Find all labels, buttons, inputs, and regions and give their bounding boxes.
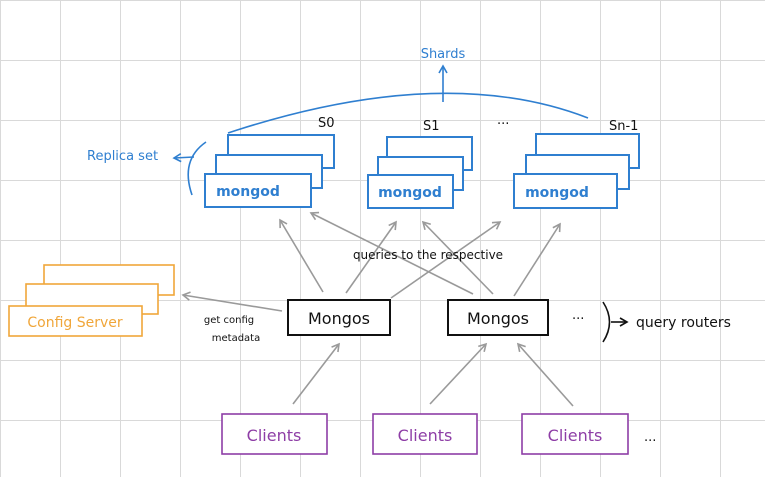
shard-s1-front-rect xyxy=(367,174,454,209)
arrow-mongos2-sn xyxy=(513,222,561,297)
replica-set-arrow xyxy=(187,141,207,196)
client-1-rect xyxy=(221,413,328,455)
arrow-mongos-to-config xyxy=(181,291,283,312)
arrow-mongos2-s1 xyxy=(421,220,494,295)
shard-s0-front-rect xyxy=(204,173,312,208)
mongos-router-2-label: Mongos xyxy=(467,309,529,328)
client-3-label: Clients xyxy=(548,426,603,445)
client-2-label: Clients xyxy=(398,426,453,445)
queries-label: queries to the respective xyxy=(353,248,503,262)
mongos-router-1: Mongos xyxy=(287,299,391,336)
get-config-line1: get config xyxy=(204,315,254,326)
client-2: Clients xyxy=(372,413,478,455)
client-2-rect xyxy=(372,413,478,455)
arrow-mongos1-s0 xyxy=(279,218,324,293)
shard-sn-1-mongod: mongod xyxy=(525,185,589,201)
shard-s1-name: S1 xyxy=(423,119,440,134)
arrow-mongos1-s1 xyxy=(345,220,397,294)
client-3-rect xyxy=(521,413,629,455)
arrow-client2-mongos2 xyxy=(429,342,488,405)
shard-s0-mongod: mongod xyxy=(216,184,280,200)
shard-sn-1-name: Sn-1 xyxy=(609,119,638,134)
mongos-router-2: Mongos xyxy=(447,299,549,336)
config-server-label: Config Server xyxy=(27,315,123,331)
get-config-line2: metadata xyxy=(212,333,260,344)
shard-sn-1-front-rect xyxy=(513,173,618,209)
arrow-mongos1-sn xyxy=(390,221,502,299)
config-server-front-rect xyxy=(8,305,143,337)
clients-ellipsis: ... xyxy=(644,430,656,445)
shard-s1-mongod: mongod xyxy=(378,185,442,201)
shard-sn-1: Sn-1 mongod xyxy=(513,119,640,209)
query-routers-brace xyxy=(602,301,611,343)
arrow-mongos2-s0 xyxy=(309,211,474,295)
replica-set-arrow-head-line xyxy=(172,152,195,163)
shards-title: Shards xyxy=(421,47,466,62)
replica-set-label: Replica set xyxy=(87,149,158,164)
query-routers-label: query routers xyxy=(636,315,731,331)
shard-s0: S0 mongod xyxy=(204,116,335,208)
shard-s1: S1 mongod xyxy=(367,119,473,209)
shard-s0-name: S0 xyxy=(318,116,335,131)
client-1-label: Clients xyxy=(247,426,302,445)
mongos-router-1-label: Mongos xyxy=(308,309,370,328)
mongos-router-1-rect xyxy=(287,299,391,336)
routers-ellipsis: ... xyxy=(572,308,584,323)
shards-ellipsis: ... xyxy=(497,113,509,128)
arrow-client3-mongos2 xyxy=(516,342,574,407)
client-1: Clients xyxy=(221,413,328,455)
shards-arc xyxy=(227,92,589,134)
mongos-router-2-rect xyxy=(447,299,549,336)
arrow-client1-mongos1 xyxy=(292,342,340,405)
client-3: Clients xyxy=(521,413,629,455)
config-server-stack: Config Server xyxy=(8,264,175,337)
